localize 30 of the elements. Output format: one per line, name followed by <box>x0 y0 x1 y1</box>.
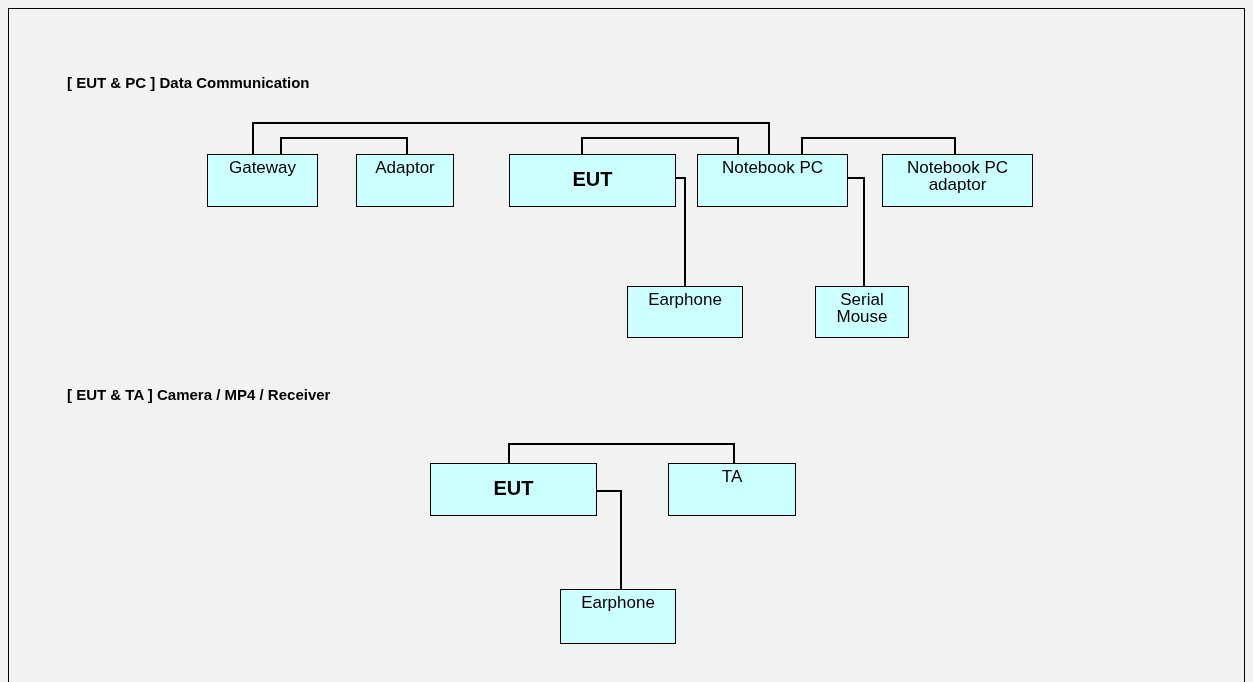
section-heading: [ EUT & TA ] Camera / MP4 / Receiver <box>67 385 331 405</box>
device-box <box>356 154 454 207</box>
device-box <box>207 154 318 207</box>
connector-line <box>847 177 865 287</box>
device-name: TA <box>721 468 743 485</box>
device-name: Earphone <box>648 291 722 308</box>
device-name: Adaptor <box>375 159 435 176</box>
device-box <box>882 154 1033 207</box>
connector-line <box>596 490 622 590</box>
device-box <box>815 286 909 338</box>
connector-line <box>675 177 686 287</box>
device-name: EUT <box>572 167 613 192</box>
device-name: Notebook PC <box>721 159 824 176</box>
device-name: Earphone <box>581 594 655 611</box>
connector-line <box>801 137 956 155</box>
device-box <box>668 463 796 516</box>
connector-line <box>508 443 735 464</box>
device-name: Notebook PC adaptor <box>905 159 1010 193</box>
device-name: EUT <box>493 476 534 501</box>
section-heading: [ EUT & PC ] Data Communication <box>67 73 310 93</box>
device-box <box>560 589 676 644</box>
device-box <box>627 286 743 338</box>
device-box <box>509 154 676 207</box>
connector-line <box>280 137 408 155</box>
connector-line <box>581 137 739 155</box>
device-name: Serial Mouse <box>835 291 889 325</box>
device-box <box>430 463 597 516</box>
device-box <box>697 154 848 207</box>
connector-line <box>252 122 770 155</box>
device-name: Gateway <box>228 159 297 176</box>
